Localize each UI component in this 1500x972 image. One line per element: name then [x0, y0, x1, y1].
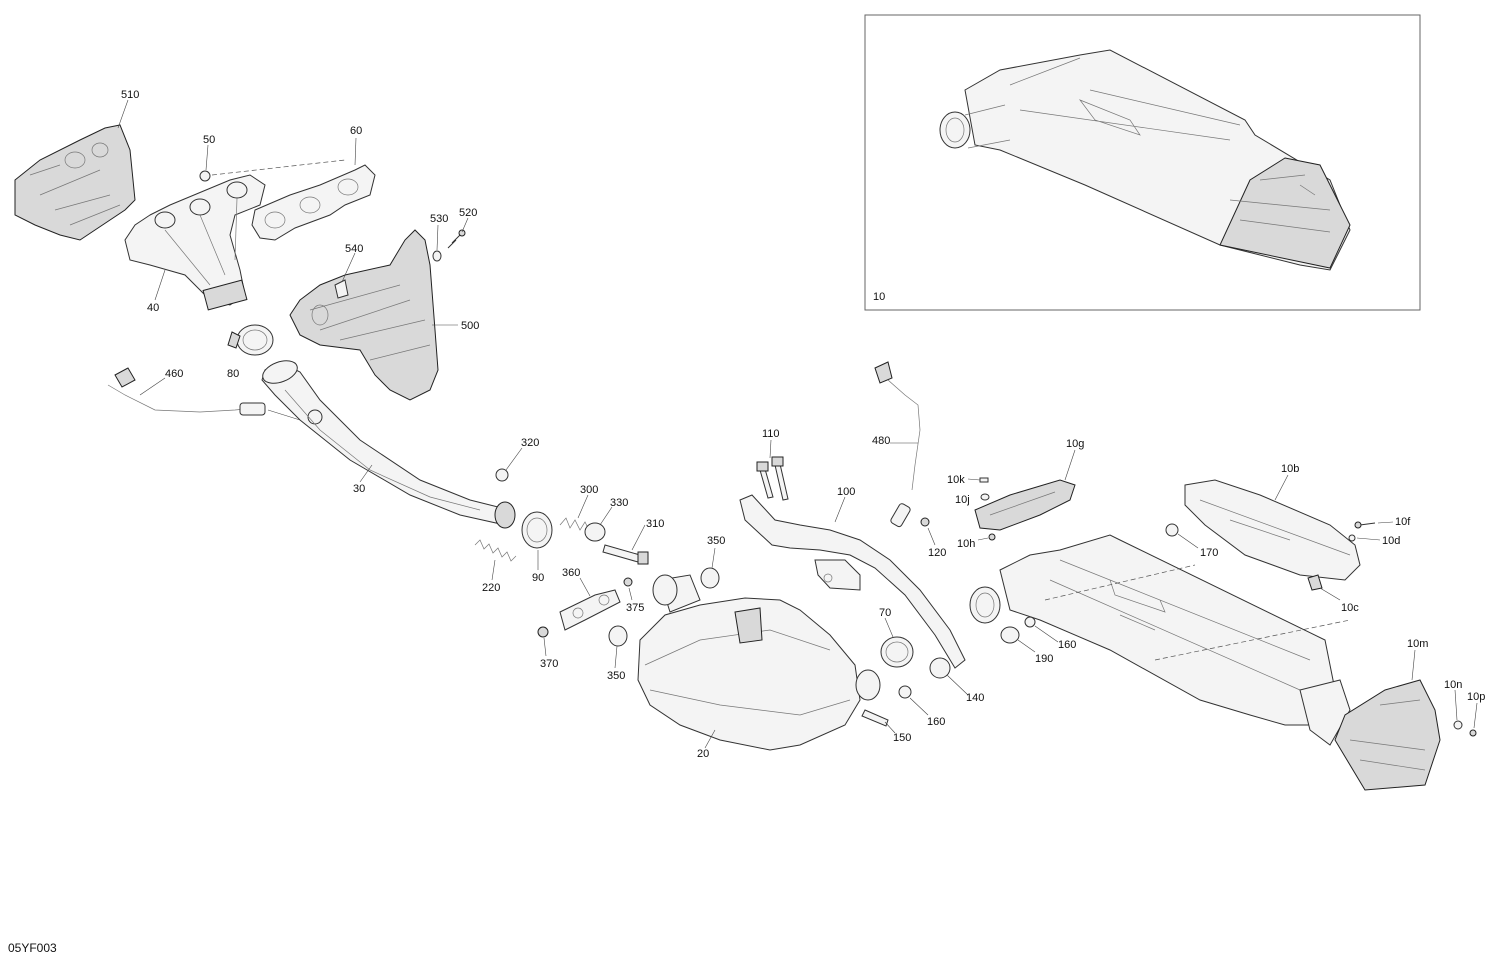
- nut-50: 50: [199, 134, 346, 182]
- washer-160-upper: 160: [1024, 616, 1076, 651]
- callout-10m: 10m: [1407, 638, 1428, 650]
- callout-20: 20: [697, 748, 709, 760]
- grommet-350-lower: 350: [607, 625, 628, 682]
- spring-220: 220: [474, 539, 517, 594]
- callout-330: 330: [610, 497, 628, 509]
- washer-10d: 10d: [1348, 534, 1400, 547]
- callout-10n: 10n: [1444, 679, 1462, 691]
- callout-10f: 10f: [1395, 516, 1411, 528]
- exhaust-manifold-40: 40: [124, 174, 266, 314]
- support-bracket-100: 100: [739, 486, 966, 669]
- bushing-140: 140: [929, 657, 984, 704]
- washer-10n: 10n: [1444, 679, 1463, 730]
- callout-510: 510: [121, 89, 139, 101]
- callout-460: 460: [165, 368, 183, 380]
- callout-370: 370: [540, 658, 558, 670]
- muffler-20: 20: [637, 574, 881, 760]
- callout-480: 480: [872, 435, 890, 447]
- oxygen-sensor-460: 460: [107, 367, 301, 421]
- grommet-350-upper: 350: [700, 535, 725, 589]
- callout-520: 520: [459, 207, 477, 219]
- gasket-60: 60: [251, 125, 376, 241]
- callout-500: 500: [461, 320, 479, 332]
- callout-10c: 10c: [1341, 602, 1359, 614]
- callout-140: 140: [966, 692, 984, 704]
- end-cap-10m: 10m: [1334, 638, 1441, 791]
- callout-350-upper: 350: [707, 535, 725, 547]
- spacer-330: 330: [584, 497, 628, 542]
- bushing-190: 190: [1000, 626, 1053, 665]
- drawing-code: 05YF003: [8, 941, 57, 955]
- bolt-10k: 10k: [947, 474, 989, 486]
- callout-10b: 10b: [1281, 463, 1299, 475]
- callout-320: 320: [521, 437, 539, 449]
- callout-310: 310: [646, 518, 664, 530]
- callout-375: 375: [626, 602, 644, 614]
- heat-shield-510: 510: [14, 89, 139, 241]
- callout-40: 40: [147, 302, 159, 314]
- bolt-310: 310: [602, 518, 664, 565]
- callout-70: 70: [879, 607, 891, 619]
- gasket-ring-90: 90: [521, 511, 553, 584]
- rear-muffler-assembly: [969, 534, 1351, 746]
- callout-160-lower: 160: [927, 716, 945, 728]
- nut-320: 320: [495, 437, 539, 482]
- callout-110: 110: [762, 428, 780, 440]
- oxygen-sensor-480: 480: [872, 361, 921, 528]
- callout-90: 90: [532, 572, 544, 584]
- bolt-370: 370: [537, 626, 558, 670]
- callout-10k: 10k: [947, 474, 965, 486]
- header-pipe-30: 30: [261, 360, 516, 529]
- heat-shield-10g: 10g: [974, 438, 1084, 531]
- callout-10h: 10h: [957, 538, 975, 550]
- callout-350-lower: 350: [607, 670, 625, 682]
- washer-160-lower: 160: [898, 685, 945, 728]
- bracket-540: 540: [334, 243, 363, 299]
- bolt-150: 150: [861, 709, 911, 744]
- clamp-80: 80: [227, 324, 274, 380]
- callout-80: 80: [227, 368, 239, 380]
- callout-540: 540: [345, 243, 363, 255]
- bolts-110: 110: [756, 428, 789, 501]
- nut-170: 170: [1165, 523, 1218, 559]
- bracket-360: 360: [559, 567, 621, 631]
- callout-50: 50: [203, 134, 215, 146]
- heat-shield-10b: 10b: [1184, 463, 1361, 581]
- inset-muffler-assembly: 10: [864, 14, 1421, 311]
- callout-360: 360: [562, 567, 580, 579]
- callout-170: 170: [1200, 547, 1218, 559]
- callout-530: 530: [430, 213, 448, 225]
- callout-100: 100: [837, 486, 855, 498]
- washer-10j: 10j: [955, 493, 990, 506]
- callout-190: 190: [1035, 653, 1053, 665]
- callout-30: 30: [353, 483, 365, 495]
- callout-150: 150: [893, 732, 911, 744]
- bolt-10h: 10h: [957, 533, 996, 550]
- bolt-10f: 10f: [1354, 516, 1411, 529]
- bolt-10p: 10p: [1467, 691, 1485, 737]
- callout-10g: 10g: [1066, 438, 1084, 450]
- spring-300: 300: [559, 484, 598, 533]
- callout-10p: 10p: [1467, 691, 1485, 703]
- bolt-520: 520: [447, 207, 477, 249]
- callout-160-upper: 160: [1058, 639, 1076, 651]
- clamp-70: 70: [879, 607, 914, 668]
- heat-shield-500: 500: [289, 229, 479, 401]
- callout-120: 120: [928, 547, 946, 559]
- callout-60: 60: [350, 125, 362, 137]
- clip-10c: 10c: [1307, 574, 1359, 614]
- callout-300: 300: [580, 484, 598, 496]
- bolt-375: 375: [623, 577, 644, 614]
- callout-10d: 10d: [1382, 535, 1400, 547]
- washer-530: 530: [430, 213, 448, 262]
- callout-220: 220: [482, 582, 500, 594]
- callout-10: 10: [873, 291, 885, 303]
- bolt-120: 120: [920, 517, 946, 559]
- callout-10j: 10j: [955, 494, 970, 506]
